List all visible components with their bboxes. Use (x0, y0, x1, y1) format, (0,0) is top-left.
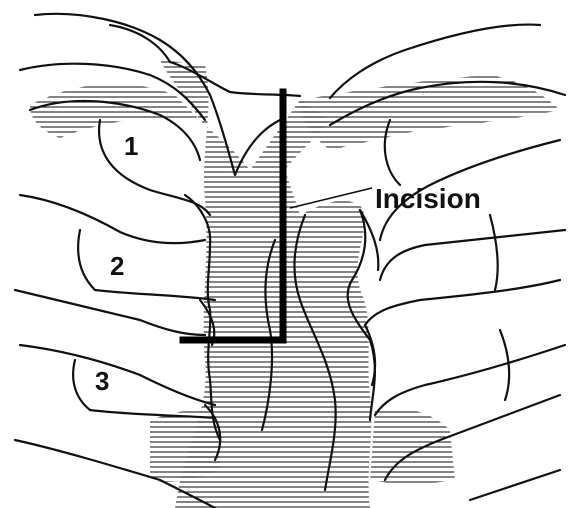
rib-label-2: 2 (110, 251, 124, 281)
rib-label-1: 1 (124, 131, 138, 161)
left-clavicle-shading (30, 84, 200, 138)
right-rib4 (470, 470, 560, 500)
right-rib2-lower (365, 280, 560, 325)
left-lower-shading (150, 411, 220, 482)
right-outer-edge (490, 215, 498, 290)
rib2-upper (20, 195, 205, 243)
right-lower-shading (370, 408, 455, 484)
rib-label-3: 3 (95, 366, 109, 396)
rib3-upper (20, 345, 215, 405)
incision-label: Incision (375, 183, 481, 214)
right-rib2 (380, 230, 565, 280)
